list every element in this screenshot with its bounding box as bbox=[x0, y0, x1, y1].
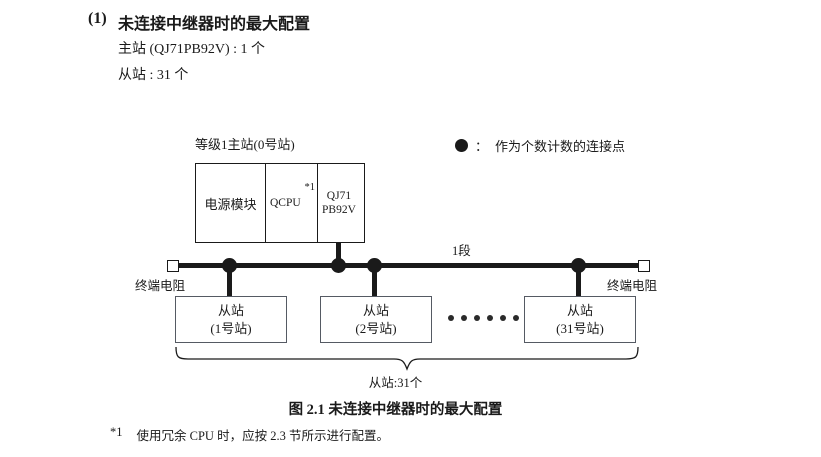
terminator-resistor-left-icon bbox=[167, 260, 179, 272]
drop-line-slave-1 bbox=[227, 265, 232, 297]
slave-count-label-wrapper: 从站:31个 bbox=[0, 372, 821, 391]
slave-station-name-31: 从站 bbox=[566, 302, 593, 318]
network-module-label-line2: PB92V bbox=[322, 204, 356, 216]
ellipsis-dot bbox=[461, 315, 467, 321]
spec-line-master: 主站 (QJ71PB92V) : 1 个 bbox=[118, 42, 266, 57]
drop-line-slave-2 bbox=[372, 265, 377, 297]
segment-label: 1段 bbox=[452, 244, 471, 258]
slave-station-box-2: 从站 (2号站) bbox=[320, 296, 432, 343]
bus-trunk-line bbox=[179, 263, 639, 268]
page-title: 未连接中继器时的最大配置 bbox=[118, 16, 311, 33]
drop-line-slave-31 bbox=[576, 265, 581, 297]
legend: ： 作为个数计数的连接点 bbox=[455, 136, 625, 155]
ellipsis-dot bbox=[487, 315, 493, 321]
legend-colon: ： bbox=[475, 139, 489, 154]
footnote: *1 使用冗余 CPU 时，应按 2.3 节所示进行配置。 bbox=[110, 425, 389, 444]
slave-station-number-2: (2号站) bbox=[355, 320, 397, 336]
slave-count-label: 从站:31个 bbox=[368, 376, 423, 390]
footnote-marker: *1 bbox=[110, 425, 123, 439]
ellipsis-dot bbox=[500, 315, 506, 321]
rack-cell-qcpu-label: QCPU bbox=[270, 197, 301, 209]
slave-count-brace bbox=[175, 346, 639, 371]
slave-station-box-1: 从站 (1号站) bbox=[175, 296, 287, 343]
terminator-label-left: 终端电阻 bbox=[135, 279, 186, 293]
ellipsis-dot bbox=[474, 315, 480, 321]
ellipsis-dot bbox=[448, 315, 454, 321]
slave-station-number-31: (31号站) bbox=[556, 320, 604, 336]
rack-cell-power-label: 电源模块 bbox=[204, 196, 257, 212]
ellipsis-dot bbox=[513, 315, 519, 321]
slave-station-number-1: (1号站) bbox=[210, 320, 252, 336]
slave-station-box-31: 从站 (31号站) bbox=[524, 296, 636, 343]
ellipsis-dots bbox=[448, 315, 519, 321]
legend-label: 作为个数计数的连接点 bbox=[495, 139, 626, 154]
connection-dot-master bbox=[331, 258, 346, 273]
rack-cell-power-module: 电源模块 bbox=[196, 164, 266, 242]
rack-cell-network-module: QJ71 PB92V bbox=[318, 164, 364, 242]
spec-line-slave: 从站 : 31 个 bbox=[118, 68, 189, 83]
figure-caption-wrapper: 图 2.1 未连接中继器时的最大配置 bbox=[0, 398, 821, 419]
figure-caption: 图 2.1 未连接中继器时的最大配置 bbox=[288, 402, 503, 418]
master-rack: 电源模块 QCPU *1 QJ71 PB92V bbox=[195, 163, 365, 243]
terminator-resistor-right-icon bbox=[638, 260, 650, 272]
slave-station-name-1: 从站 bbox=[217, 302, 244, 318]
slave-station-name-2: 从站 bbox=[362, 302, 389, 318]
drop-line-master bbox=[336, 243, 341, 265]
network-module-label-line1: QJ71 bbox=[326, 189, 352, 202]
rack-cell-qcpu: QCPU *1 bbox=[266, 164, 318, 242]
heading-number: (1) bbox=[88, 10, 107, 27]
footnote-text: 使用冗余 CPU 时，应按 2.3 节所示进行配置。 bbox=[136, 429, 389, 443]
master-station-label: 等级1主站(0号站) bbox=[195, 137, 295, 152]
qcpu-footnote-marker: *1 bbox=[304, 182, 316, 193]
terminator-label-right: 终端电阻 bbox=[607, 279, 658, 293]
connection-point-dot-icon bbox=[455, 139, 468, 152]
